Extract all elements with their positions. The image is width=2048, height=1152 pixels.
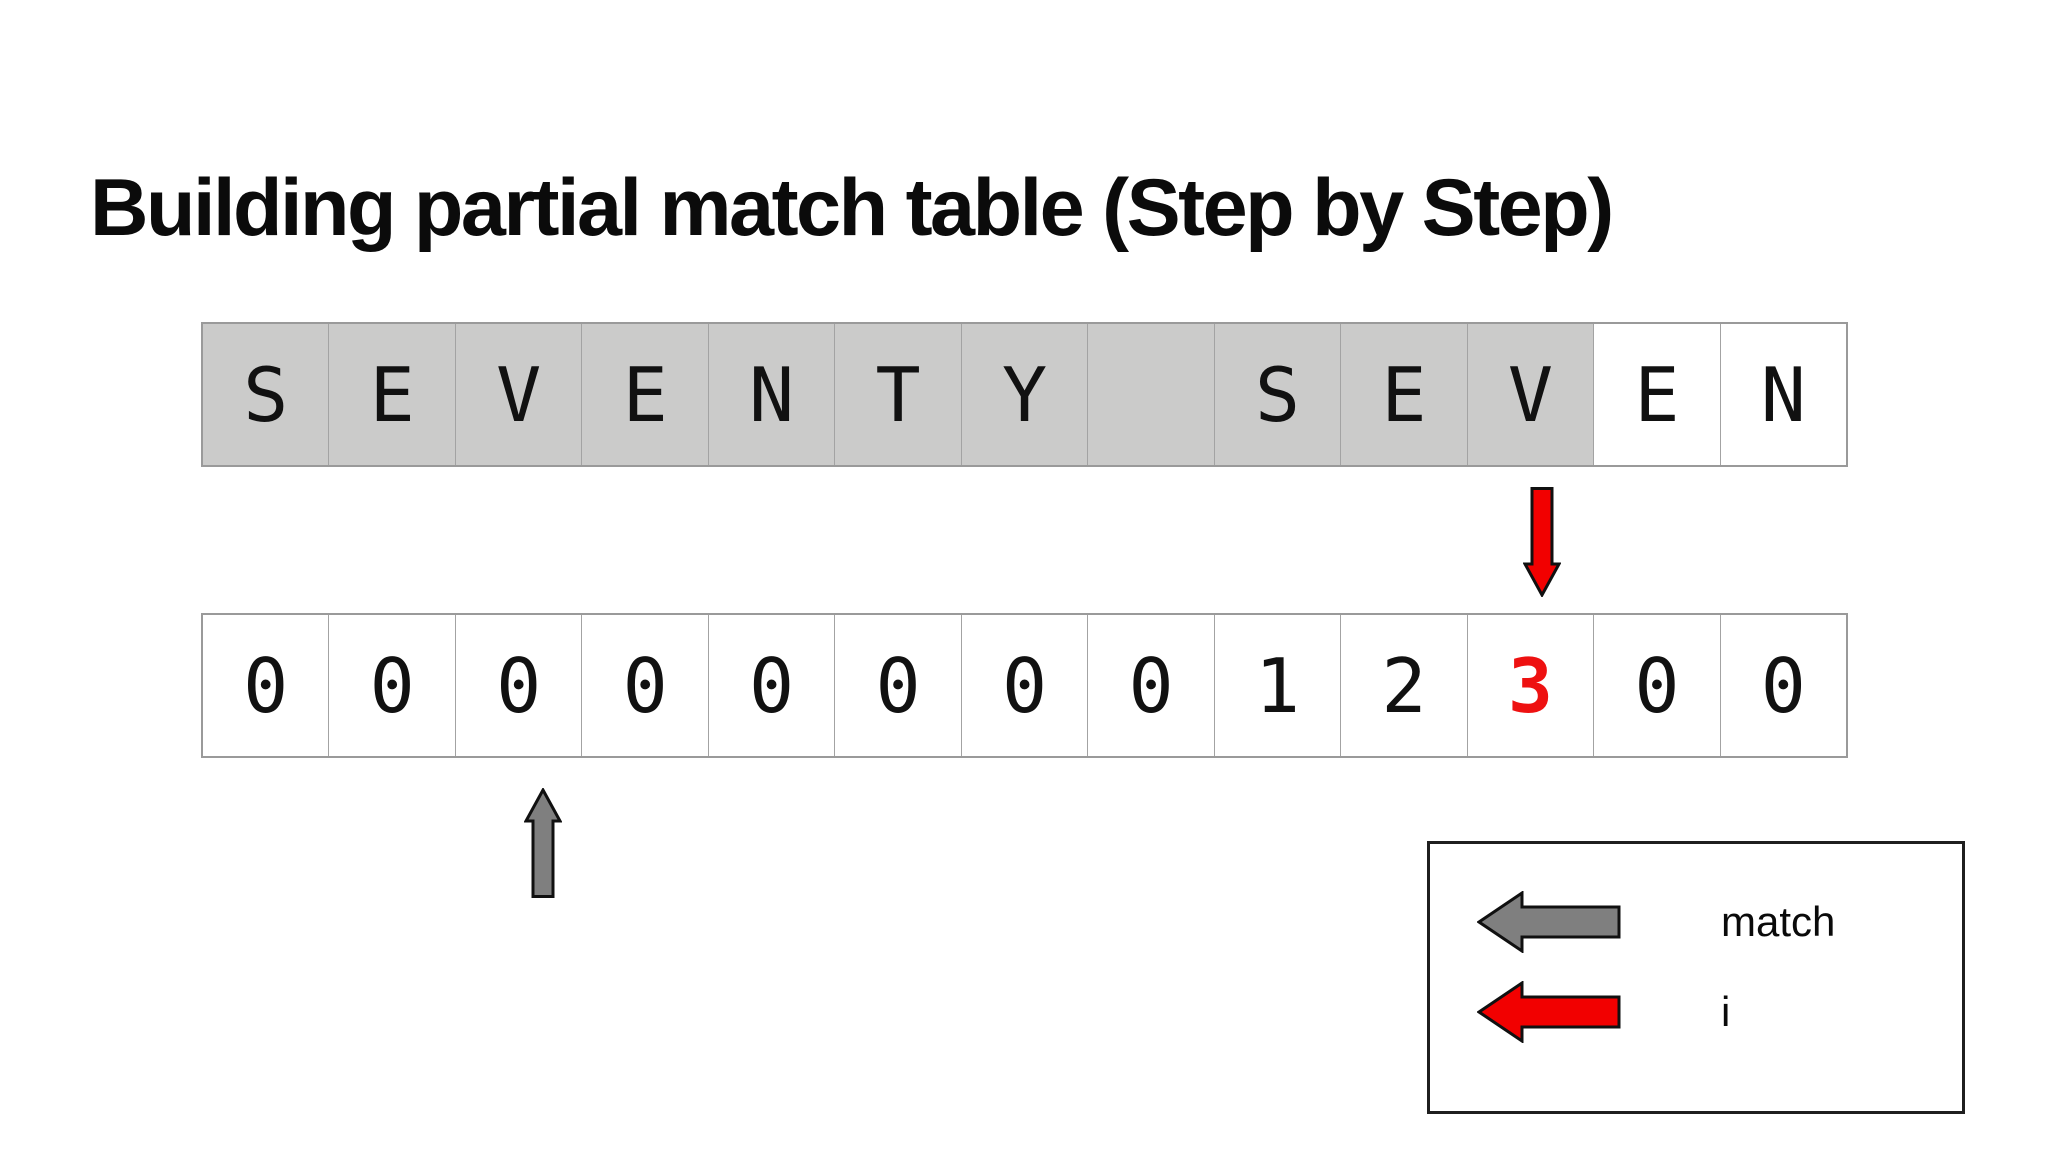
pattern-cell: S xyxy=(1214,324,1342,465)
pattern-cell xyxy=(1088,324,1215,465)
up-arrow-shape xyxy=(524,788,562,898)
slide-title: Building partial match table (Step by St… xyxy=(90,163,1614,254)
pattern-cell: N xyxy=(708,324,836,465)
table-value-cell: 0 xyxy=(203,615,330,756)
pattern-cell: S xyxy=(203,324,330,465)
pattern-cell: V xyxy=(455,324,583,465)
pattern-cell: V xyxy=(1467,324,1595,465)
table-value-cell: 0 xyxy=(582,615,709,756)
pattern-cell: E xyxy=(329,324,456,465)
pattern-cell: Y xyxy=(961,324,1089,465)
left-arrow-icon xyxy=(1477,981,1621,1043)
down-arrow-shape xyxy=(1523,487,1561,597)
table-value-cell: 0 xyxy=(1720,615,1847,756)
pattern-cell: T xyxy=(835,324,962,465)
table-value-cell: 1 xyxy=(1214,615,1342,756)
legend-label-match: match xyxy=(1721,898,1836,945)
pattern-cell: E xyxy=(1341,324,1468,465)
table-value-cell: 0 xyxy=(1594,615,1721,756)
pattern-cell: N xyxy=(1720,324,1847,465)
legend-item-match: match xyxy=(1477,891,1835,953)
table-value-cell: 0 xyxy=(329,615,456,756)
up-arrow-icon xyxy=(524,788,562,898)
left-arrow-icon xyxy=(1477,891,1621,953)
pattern-cell: E xyxy=(582,324,709,465)
table-value-cell: 0 xyxy=(455,615,583,756)
table-value-cell: 0 xyxy=(708,615,836,756)
table-value-cell: 0 xyxy=(1088,615,1215,756)
table-value-cell: 3 xyxy=(1467,615,1595,756)
left-arrow-shape xyxy=(1477,981,1621,1043)
table-value-cell: 0 xyxy=(835,615,962,756)
legend-label-i: i xyxy=(1721,988,1731,1035)
table-value-cell: 2 xyxy=(1341,615,1468,756)
pattern-cell: E xyxy=(1594,324,1721,465)
down-arrow-icon xyxy=(1523,487,1561,597)
left-arrow-shape xyxy=(1477,891,1621,953)
table-value-cell: 0 xyxy=(961,615,1089,756)
legend-item-i: i xyxy=(1477,981,1730,1043)
legend: match i xyxy=(1427,841,1965,1114)
